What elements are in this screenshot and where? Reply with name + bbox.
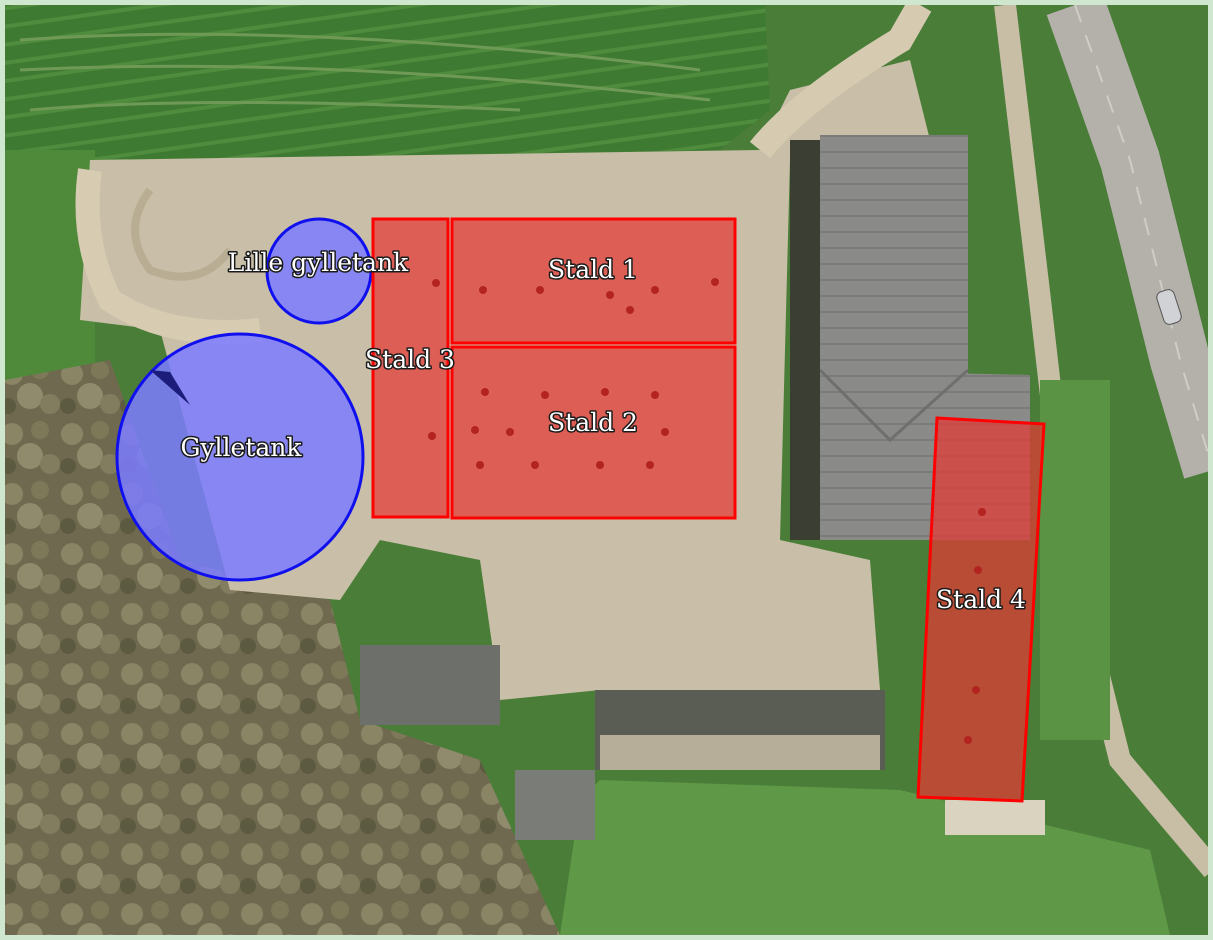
- roof-vents: [428, 278, 986, 744]
- label-stald-1: Stald 1: [548, 255, 638, 284]
- outbuilding-2-wall: [600, 735, 880, 770]
- field-track-lines: [19, 32, 711, 112]
- label-gylletank: Gylletank: [180, 433, 302, 462]
- crop-field: [5, 5, 770, 260]
- farm-track: [75, 168, 262, 344]
- farm-track-loop: [131, 187, 234, 281]
- main-road-marking: [1074, 5, 1208, 457]
- barn-group: [371, 217, 1046, 803]
- silo-slab: [945, 800, 1045, 835]
- label-lille-gylletank: Lille gylletank: [228, 248, 409, 277]
- aerial-map[interactable]: Lille gylletank Gylletank Stald 1 Stald …: [5, 5, 1208, 935]
- barn-stald-1[interactable]: [450, 217, 737, 345]
- label-stald-2: Stald 2: [548, 408, 638, 437]
- barn-stald-2[interactable]: [450, 345, 737, 520]
- barn-stald-4[interactable]: [916, 416, 1046, 803]
- car: [1156, 289, 1182, 325]
- label-stald-3: Stald 3: [365, 345, 455, 374]
- tank-lille-gylletank[interactable]: [265, 217, 373, 325]
- building-shadow: [790, 140, 820, 540]
- barn-stald-3[interactable]: [371, 217, 450, 519]
- outbuilding-1: [360, 645, 500, 725]
- tank-gylletank[interactable]: [115, 332, 365, 582]
- driveway: [749, 5, 932, 159]
- label-stald-4: Stald 4: [936, 585, 1026, 614]
- tank-gylletank-mixer: [150, 370, 190, 405]
- farmhouse-ridge: [818, 368, 970, 443]
- outbuilding-3: [515, 770, 595, 840]
- grass-east: [1040, 380, 1110, 740]
